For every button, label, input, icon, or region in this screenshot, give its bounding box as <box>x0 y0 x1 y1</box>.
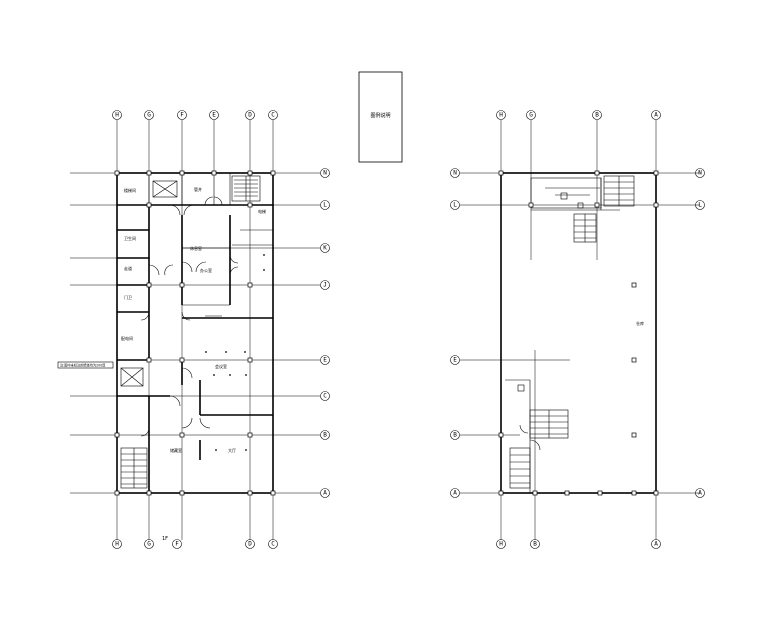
svg-text:E: E <box>212 112 216 119</box>
svg-text:N: N <box>323 170 327 177</box>
room-label: 走道 <box>124 265 132 271</box>
room-label: 电梯 <box>258 208 266 214</box>
svg-text:K: K <box>323 245 327 252</box>
svg-text:B: B <box>595 112 599 119</box>
svg-text:A: A <box>453 490 457 497</box>
left-outer-wall <box>116 172 274 494</box>
room-label: 卫生间 <box>124 235 136 241</box>
left-note: 注:图中未标注的墙体均为200厚 <box>57 361 114 369</box>
room-label: 大厅 <box>228 447 236 453</box>
svg-text:L: L <box>323 202 327 209</box>
svg-text:H: H <box>499 112 503 119</box>
right-left-axis-bubbles: N L E B A <box>450 168 460 498</box>
svg-text:F: F <box>180 112 184 119</box>
right-plan: 仓库 H G B A H B A N L E B A N L A <box>450 110 705 549</box>
svg-text:A: A <box>654 112 658 119</box>
svg-text:A: A <box>654 541 658 548</box>
left-fixtures <box>205 254 265 451</box>
room-label: 休息室 <box>190 245 202 251</box>
left-interior-walls <box>117 173 273 493</box>
room-label: 楼梯间 <box>124 187 136 193</box>
svg-text:E: E <box>323 357 327 364</box>
room-label: 管井 <box>194 186 202 192</box>
svg-text:G: G <box>147 112 151 119</box>
left-top-axis-bubbles: H G F E D C <box>112 110 278 120</box>
left-right-axis-bubbles: N L K J E C B A <box>320 168 330 498</box>
right-lower-annex <box>505 379 569 493</box>
room-label: 配电间 <box>121 335 133 341</box>
svg-text:J: J <box>323 282 327 289</box>
elevator-icon <box>120 367 144 387</box>
svg-text:N: N <box>453 170 457 177</box>
right-upper-annex <box>530 175 635 243</box>
svg-text:A: A <box>698 490 702 497</box>
svg-text:H: H <box>115 541 119 548</box>
right-vertical-axes <box>500 120 657 540</box>
svg-text:L: L <box>698 202 702 209</box>
svg-text:H: H <box>499 541 503 548</box>
svg-text:C: C <box>323 393 327 400</box>
svg-text:C: C <box>271 541 275 548</box>
svg-text:G: G <box>529 112 533 119</box>
stair-top <box>231 175 261 202</box>
left-plan-title: 1F <box>162 536 168 542</box>
legend-box <box>358 71 403 163</box>
svg-text:注:图中未标注的墙体均为200厚: 注:图中未标注的墙体均为200厚 <box>60 363 106 368</box>
svg-text:B: B <box>533 541 537 548</box>
svg-text:B: B <box>323 432 327 439</box>
room-label: 会议室 <box>215 363 227 369</box>
legend-box-text: 图例说明 <box>370 112 390 119</box>
svg-text:D: D <box>248 541 252 548</box>
svg-text:N: N <box>698 170 702 177</box>
svg-text:H: H <box>115 112 119 119</box>
right-top-axis-bubbles: H G B A <box>496 110 661 120</box>
room-label: 办公室 <box>200 267 212 273</box>
left-columns <box>114 170 276 496</box>
left-bottom-axis-bubbles: H G F D C <box>112 539 278 549</box>
left-horizontal-axes <box>70 172 320 494</box>
svg-text:B: B <box>453 432 457 439</box>
left-vertical-axes <box>116 120 274 540</box>
svg-text:F: F <box>175 541 179 548</box>
right-outer-wall <box>500 172 657 494</box>
elevator-icon <box>152 180 178 198</box>
svg-text:A: A <box>323 490 327 497</box>
left-doors <box>140 196 239 437</box>
svg-text:E: E <box>453 357 457 364</box>
left-room-labels: 楼梯间 管井 卫生间 走道 门卫 休息室 办公室 配电间 会议室 储藏室 大厅 … <box>121 186 266 453</box>
svg-text:G: G <box>147 541 151 548</box>
svg-text:L: L <box>453 202 457 209</box>
right-bottom-axis-bubbles: H B A <box>496 539 661 549</box>
right-horizontal-axes <box>460 172 700 494</box>
room-label: 门卫 <box>124 294 132 300</box>
left-plan: 楼梯间 管井 卫生间 走道 门卫 休息室 办公室 配电间 会议室 储藏室 大厅 … <box>57 110 330 549</box>
room-label: 储藏室 <box>170 447 182 453</box>
stair-bottom <box>120 447 148 489</box>
room-label: 仓库 <box>636 320 644 326</box>
right-columns <box>498 170 659 496</box>
right-right-axis-bubbles: N L A <box>695 168 705 498</box>
svg-text:D: D <box>248 112 252 119</box>
svg-text:C: C <box>271 112 275 119</box>
